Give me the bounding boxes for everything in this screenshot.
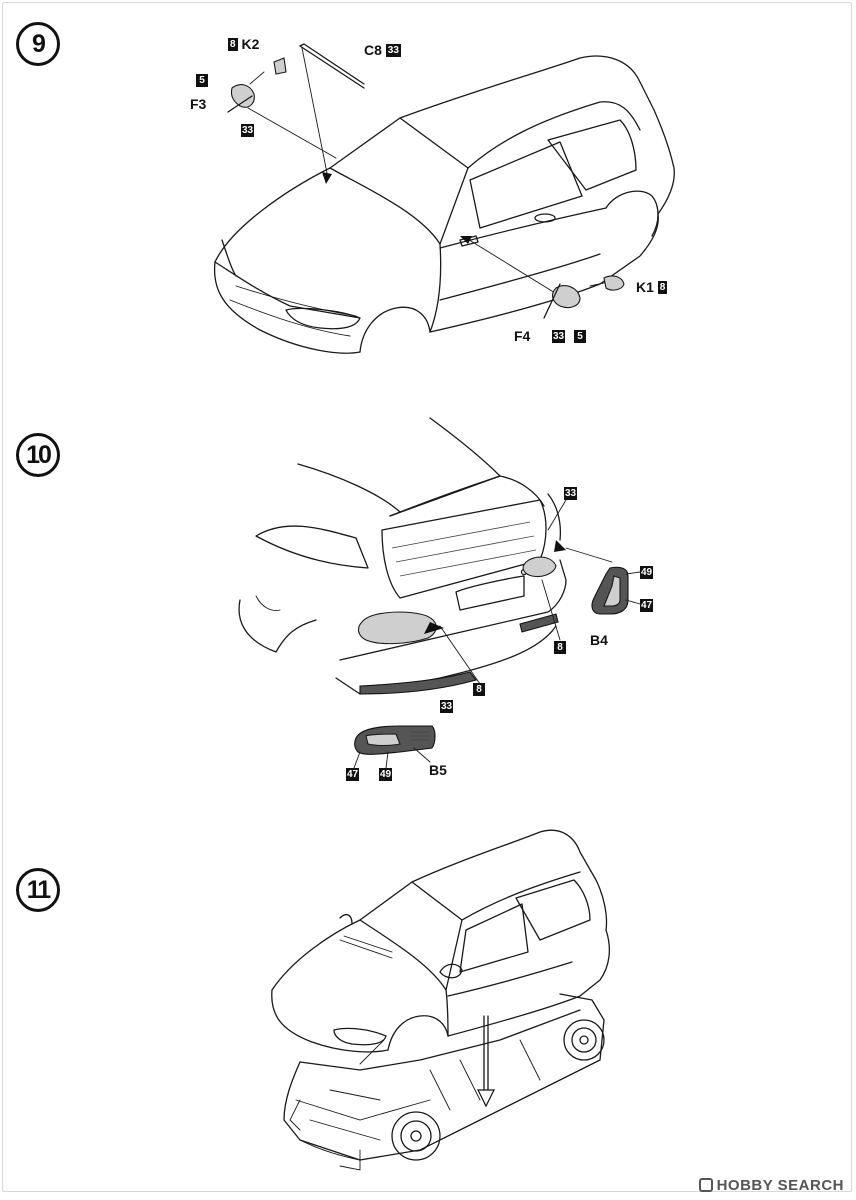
paint-code: 33: [440, 700, 454, 713]
part-label-k1: K1 8: [636, 279, 668, 295]
part-label-f4: F4: [514, 328, 531, 344]
wiper-part: [299, 45, 365, 89]
rear-trim-part: [522, 556, 557, 578]
assembly-arrow: [483, 1015, 489, 1099]
step-10-badge: 10: [16, 433, 60, 477]
mirror-glass-part: [603, 275, 625, 291]
chassis-assembly: [283, 993, 605, 1171]
paint-code: 33: [385, 44, 401, 57]
part-label-b4: B4: [590, 632, 608, 648]
rear-trim-part: [357, 611, 437, 645]
leader-line: [465, 237, 561, 297]
leader-line: [247, 107, 337, 159]
step-number: 10: [26, 440, 52, 469]
car-body-assembled: [271, 829, 611, 1053]
paint-code: 8: [473, 683, 485, 696]
step-number: 11: [26, 875, 51, 904]
car-body-rear-view: [238, 417, 567, 695]
step-9-badge: 9: [16, 22, 60, 66]
paint-code: 5: [574, 330, 586, 343]
part-label-k2: 8 K2: [228, 36, 260, 52]
paint-code: 49: [379, 768, 393, 781]
hobbysearch-logo-icon: [698, 1178, 713, 1192]
paint-code: 8: [657, 281, 668, 294]
paint-code: 49: [640, 566, 654, 579]
step-11-badge: 11: [16, 868, 60, 912]
part-label-f3: F3: [190, 96, 207, 112]
part-label-c8: C8 33: [364, 42, 401, 58]
paint-code: 8: [554, 641, 566, 654]
mirror-part: [230, 84, 255, 108]
part-label-b5: B5: [429, 762, 447, 778]
paint-code: 33: [241, 124, 255, 137]
watermark: HOBBY SEARCH: [698, 1177, 844, 1194]
paint-code: 33: [564, 487, 578, 500]
paint-code: 47: [346, 768, 360, 781]
paint-code: 8: [228, 38, 238, 51]
mirror-glass-part: [273, 57, 287, 75]
paint-code: 5: [196, 74, 208, 87]
paint-code: 47: [640, 599, 654, 612]
mirror-part: [551, 285, 581, 309]
step-number: 9: [32, 29, 46, 58]
paint-code: 33: [552, 330, 566, 343]
leader-line: [301, 47, 329, 179]
